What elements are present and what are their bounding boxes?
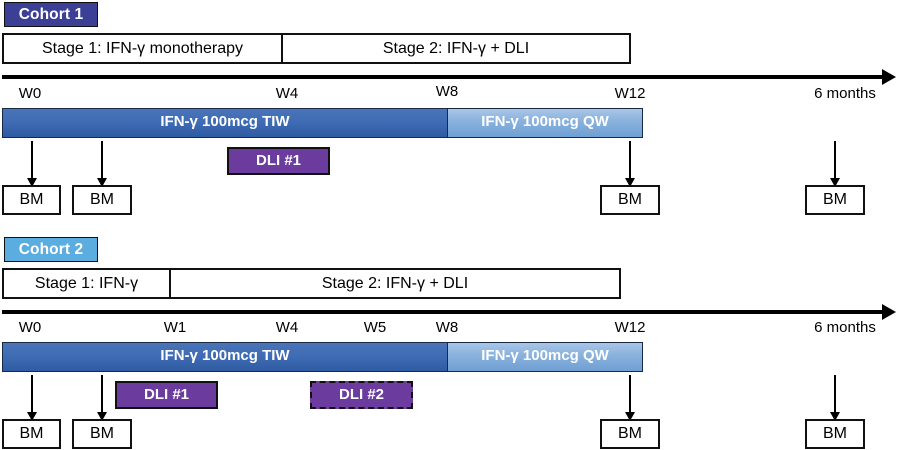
cohort-1-dli-1-box: DLI #1 — [227, 147, 330, 175]
cohort-1-bm-w12-arrow-shaft — [629, 141, 631, 179]
cohort-1-bm-w1-arrow-shaft — [101, 141, 103, 179]
cohort-1-bm-w1-arrow-head — [96, 178, 107, 187]
cohort-1-bm-w12-arrow-head — [624, 178, 635, 187]
cohort-1-stage-2-box: Stage 2: IFN-γ + DLI — [282, 33, 631, 64]
cohort-2-tick-w0: W0 — [18, 319, 42, 336]
cohort-2-tag: Cohort 2 — [4, 237, 98, 262]
cohort-1-bm-6mo-box: BM — [805, 185, 865, 215]
cohort-2-bm-w0-arrow-shaft — [31, 375, 33, 413]
cohort-2-bm-w12-arrow-head — [624, 412, 635, 421]
cohort-1-axis-arrowhead — [882, 69, 896, 85]
cohort-1-bm-w12-box: BM — [600, 185, 660, 215]
cohort-2-axis-line — [2, 310, 884, 314]
cohort-1-bm-w0-box: BM — [2, 185, 61, 215]
cohort-2-tick-w4: W4 — [275, 319, 299, 336]
cohort-2-bm-w1-box: BM — [72, 419, 132, 449]
cohort-2-stage-2-box: Stage 2: IFN-γ + DLI — [170, 268, 621, 299]
cohort-1-drug-bar-qw: IFN-γ 100mcg QW — [447, 108, 643, 138]
cohort-2-bm-w12-arrow-shaft — [629, 375, 631, 413]
cohort-1-bm-w0-arrow-shaft — [31, 141, 33, 179]
cohort-2-drug-bar-tiw: IFN-γ 100mcg TIW — [2, 342, 448, 372]
cohort-1-drug-bar-tiw: IFN-γ 100mcg TIW — [2, 108, 448, 138]
cohort-2-bm-w0-arrow-head — [26, 412, 37, 421]
cohort-1-bm-w1-box: BM — [72, 185, 132, 215]
cohort-1-tick-w12: W12 — [614, 85, 646, 102]
cohort-1-tick-w4: W4 — [275, 85, 299, 102]
cohort-1-tag: Cohort 1 — [4, 2, 98, 27]
cohort-2-dli-1-box: DLI #1 — [115, 381, 218, 409]
cohort-1-axis-line — [2, 75, 884, 79]
cohort-2-bm-w12-box: BM — [600, 419, 660, 449]
cohort-1-bm-6mo-arrow-shaft — [834, 141, 836, 179]
cohort-2-bm-6mo-arrow-shaft — [834, 375, 836, 413]
cohort-2-tick-w8: W8 — [435, 319, 459, 336]
cohort-2-bm-w0-box: BM — [2, 419, 61, 449]
cohort-1-bm-6mo-arrow-head — [829, 178, 840, 187]
cohort-1-tick-w8: W8 — [435, 83, 459, 100]
cohort-1-bm-w0-arrow-head — [26, 178, 37, 187]
cohort-2-dli-2-box: DLI #2 — [310, 381, 413, 409]
cohort-2-drug-bar-qw: IFN-γ 100mcg QW — [447, 342, 643, 372]
cohort-2-tick-w12: W12 — [614, 319, 646, 336]
cohort-2-stage-1-box: Stage 1: IFN-γ — [2, 268, 170, 299]
cohort-2-bm-w1-arrow-head — [96, 412, 107, 421]
cohort-2-bm-w1-arrow-shaft — [101, 375, 103, 413]
cohort-1-tick-w0: W0 — [18, 85, 42, 102]
cohort-2-axis-arrowhead — [882, 304, 896, 320]
cohort-2-bm-6mo-box: BM — [805, 419, 865, 449]
cohort-2-bm-6mo-arrow-head — [829, 412, 840, 421]
cohort-2-tick-w1: W1 — [163, 319, 187, 336]
cohort-2-tick-6-months: 6 months — [814, 319, 876, 336]
cohort-1-tick-6-months: 6 months — [814, 85, 876, 102]
cohort-2-tick-w5: W5 — [363, 319, 387, 336]
cohort-1-stage-1-box: Stage 1: IFN-γ monotherapy — [2, 33, 282, 64]
